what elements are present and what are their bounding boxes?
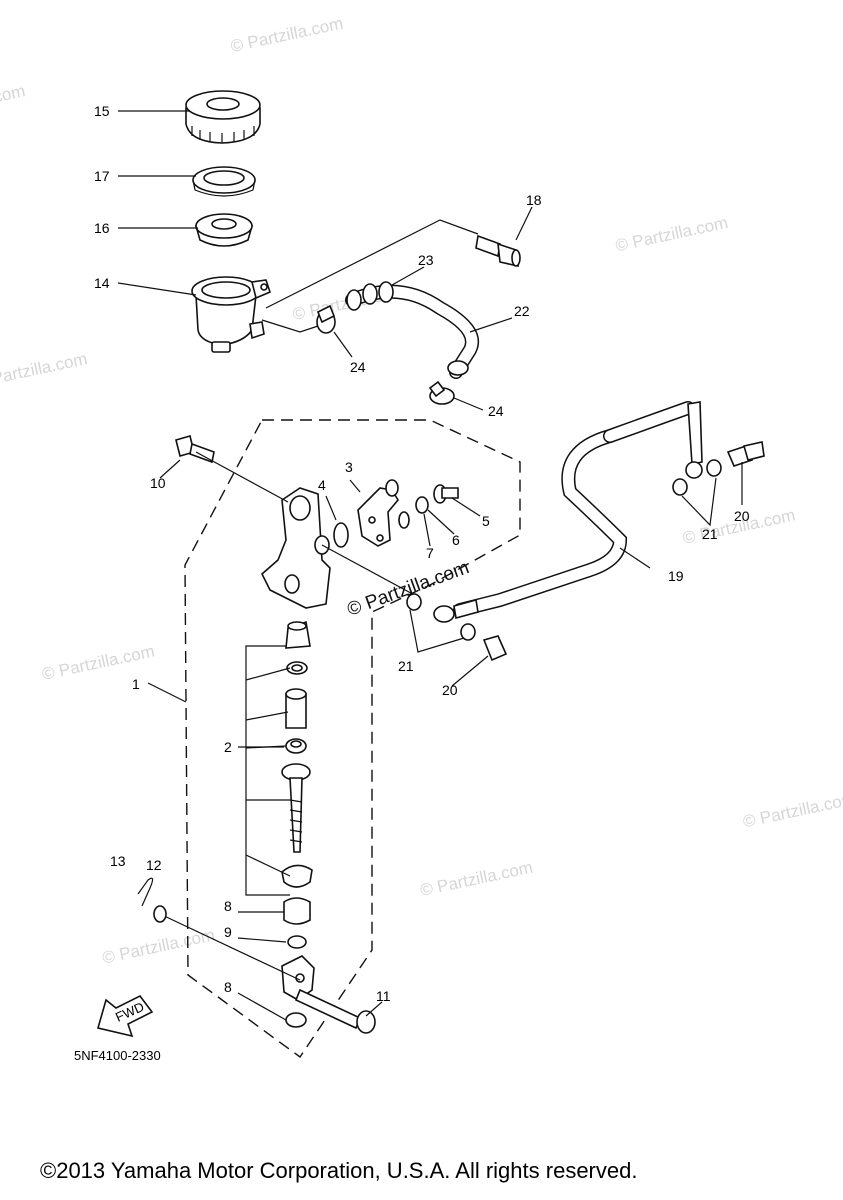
callout-8: 8 xyxy=(224,898,232,914)
callout-19: 19 xyxy=(668,568,684,584)
union-bolt xyxy=(726,441,765,467)
watermark: © Partzilla.com xyxy=(614,213,730,255)
o-ring xyxy=(398,511,410,529)
callouts: 15 17 16 14 18 23 22 24 24 10 3 4 5 6 7 … xyxy=(94,103,750,1004)
leader-line xyxy=(159,913,301,981)
watermark: © Partzilla.com xyxy=(418,858,534,900)
callout-12: 12 xyxy=(146,857,162,873)
callout-6: 6 xyxy=(452,532,460,548)
leader-line xyxy=(409,609,465,653)
callout-10: 10 xyxy=(150,475,166,491)
watermark: © Partzilla.com xyxy=(101,925,217,967)
bracket xyxy=(245,645,290,896)
union-bolt xyxy=(482,635,508,662)
callout-17: 17 xyxy=(94,168,110,184)
callout-1: 1 xyxy=(132,676,140,692)
callout-15: 15 xyxy=(94,103,110,119)
callout-24: 24 xyxy=(488,403,504,419)
callout-21: 21 xyxy=(398,658,414,674)
callout-9: 9 xyxy=(224,924,232,940)
callout-21: 21 xyxy=(702,526,718,542)
watermark: © Partzilla.com xyxy=(0,349,89,391)
callout-18: 18 xyxy=(526,192,542,208)
hose-clamp xyxy=(316,304,336,334)
copper-washer xyxy=(406,593,422,611)
washer xyxy=(153,905,167,923)
washer xyxy=(415,496,429,514)
callout-14: 14 xyxy=(94,275,110,291)
reservoir-cap xyxy=(185,90,261,144)
diaphragm-plate xyxy=(192,166,256,197)
watermark: © Partzilla.com xyxy=(229,14,345,56)
leader-line xyxy=(681,477,717,527)
copyright-text: ©2013 Yamaha Motor Corporation, U.S.A. A… xyxy=(40,1158,637,1183)
copper-washer xyxy=(706,459,722,477)
leader-line xyxy=(265,219,479,309)
callout-11: 11 xyxy=(376,988,391,1004)
brake-hose xyxy=(433,401,703,623)
reservoir-tank xyxy=(191,276,271,353)
internal-parts xyxy=(281,620,315,1028)
reservoir-hose xyxy=(345,281,479,379)
master-cylinder-body xyxy=(261,487,331,609)
callout-13: 13 xyxy=(110,853,126,869)
screw xyxy=(433,484,459,504)
callout-leaders xyxy=(117,110,743,1021)
callout-20: 20 xyxy=(734,508,750,524)
callout-22: 22 xyxy=(514,303,530,319)
watermarks: © Partzilla.com © Partzilla.com © Partzi… xyxy=(0,14,843,968)
leader-line xyxy=(195,451,289,503)
callout-23: 23 xyxy=(418,252,434,268)
copper-washer xyxy=(460,623,476,641)
copper-washer xyxy=(672,478,688,496)
callout-5: 5 xyxy=(482,513,490,529)
hose-clamp xyxy=(428,380,455,405)
callout-24: 24 xyxy=(350,359,366,375)
callout-20: 20 xyxy=(442,682,458,698)
callout-3: 3 xyxy=(345,459,353,475)
part-code: 5NF4100-2330 xyxy=(74,1048,161,1063)
leader-line xyxy=(261,319,319,333)
watermark: © Partzilla.com xyxy=(0,81,27,123)
o-ring xyxy=(333,522,349,548)
cotter-pin xyxy=(137,877,154,907)
clevis-pin xyxy=(294,988,376,1034)
callout-16: 16 xyxy=(94,220,110,236)
forward-arrow: FWD xyxy=(97,994,154,1038)
diaphragm xyxy=(194,213,254,247)
callout-7: 7 xyxy=(426,545,434,561)
callout-2: 2 xyxy=(224,739,232,755)
leader-line xyxy=(321,544,421,599)
hose-joint xyxy=(357,479,399,547)
watermark: © Partzilla.com xyxy=(741,789,843,831)
callout-4: 4 xyxy=(318,477,326,493)
union-bolt xyxy=(475,234,521,268)
mounting-bolt xyxy=(175,435,215,464)
assembly-outline xyxy=(184,419,521,1058)
callout-8: 8 xyxy=(224,979,232,995)
